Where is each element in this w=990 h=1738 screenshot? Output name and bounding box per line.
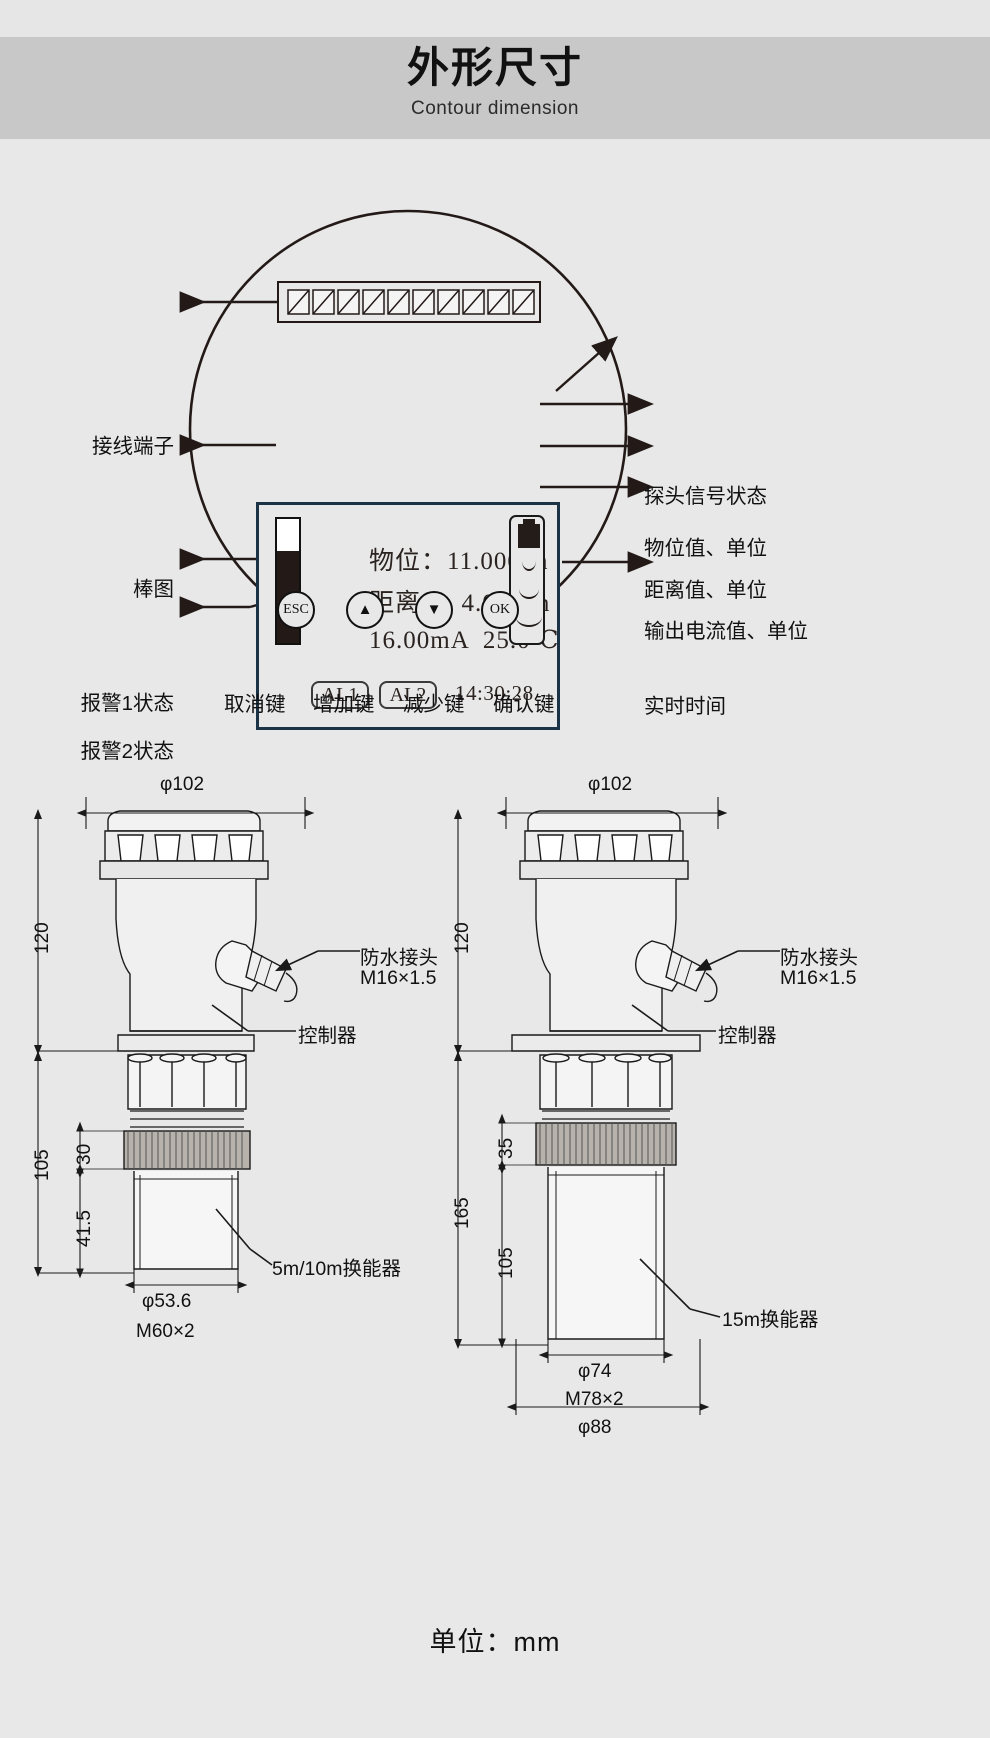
dim-left-height-lower: 105 bbox=[32, 1149, 53, 1181]
terminal-screws bbox=[287, 289, 535, 315]
drawings-vector-layer bbox=[34, 797, 780, 1415]
note-right-waterproof-thread: M16×1.5 bbox=[780, 967, 857, 989]
note-right-transducer: 15m换能器 bbox=[722, 1309, 819, 1331]
page-title: 外形尺寸 bbox=[406, 44, 583, 91]
dim-left-stem-height: 41.5 bbox=[74, 1210, 95, 1247]
lcd-current-value: 16.00mA bbox=[369, 627, 469, 654]
right-waterproof-gland bbox=[635, 940, 718, 1003]
note-right-waterproof-joint: 防水接头 bbox=[780, 947, 859, 969]
lcd-clock: 14:30:28 bbox=[455, 681, 534, 705]
dim-left-nut-height: 30 bbox=[74, 1143, 95, 1165]
label-realtime-clock: 实时时间 bbox=[644, 695, 726, 718]
dim-left-height-upper: 120 bbox=[32, 922, 53, 954]
dim-right-diameter-top: φ102 bbox=[588, 774, 633, 795]
dim-right-diameter-stem: φ74 bbox=[578, 1361, 612, 1382]
left-waterproof-gland bbox=[215, 940, 298, 1003]
down-key[interactable]: ▼ bbox=[415, 591, 453, 629]
lcd-level-value: 11.000 bbox=[447, 548, 521, 575]
esc-key-label: 取消键 bbox=[224, 693, 286, 716]
triangle-up-icon: ▲ bbox=[357, 602, 373, 618]
dim-left-diameter-stem: φ53.6 bbox=[142, 1291, 192, 1312]
top-strip bbox=[0, 0, 990, 37]
dim-right-height-total: 165 bbox=[452, 1197, 473, 1229]
lcd-level-label: 物位： bbox=[369, 548, 448, 575]
label-alarm2: 报警2状态 bbox=[80, 740, 174, 763]
label-distance-value-unit: 距离值、单位 bbox=[644, 579, 767, 602]
down-key-label: 减少键 bbox=[403, 693, 465, 716]
left-device-drawing bbox=[99, 810, 269, 1270]
dim-left-diameter-top: φ102 bbox=[160, 774, 205, 795]
header-banner bbox=[0, 37, 990, 139]
signal-arc-2-icon bbox=[519, 589, 539, 599]
esc-key[interactable]: ESC bbox=[277, 591, 315, 629]
note-left-waterproof-thread: M16×1.5 bbox=[360, 967, 437, 989]
label-level-value-unit: 物位值、单位 bbox=[644, 537, 767, 560]
ok-key-label: 确认键 bbox=[493, 693, 555, 716]
up-key[interactable]: ▲ bbox=[346, 591, 384, 629]
label-alarm1: 报警1状态 bbox=[80, 692, 174, 715]
label-probe-signal-status: 探头信号状态 bbox=[644, 485, 767, 508]
up-key-label: 增加键 bbox=[313, 693, 375, 716]
esc-key-glyph: ESC bbox=[283, 602, 309, 617]
label-output-current-value-unit: 输出电流值、单位 bbox=[644, 620, 808, 643]
dim-right-height-upper: 120 bbox=[452, 922, 473, 954]
mechanical-drawings: φ102 120 105 30 41.5 φ53.6 M60×2 防水接头 M1… bbox=[0, 769, 990, 1619]
dim-right-stem-height: 105 bbox=[496, 1247, 517, 1279]
ok-key[interactable]: OK bbox=[481, 591, 519, 629]
leader-probe-signal bbox=[555, 336, 618, 392]
status-badge-alarm1: AL1 bbox=[311, 681, 369, 709]
ok-key-glyph: OK bbox=[489, 602, 511, 617]
front-panel-diagram: 接线端子 棒图 报警1状态 报警2状态 探头信号状态 物位值、单位 距离值、单位… bbox=[0, 139, 990, 769]
note-left-waterproof-joint: 防水接头 bbox=[360, 947, 439, 969]
signal-strength-icon bbox=[509, 515, 545, 645]
page-subtitle: Contour dimension bbox=[411, 98, 579, 119]
status-badge-alarm2: AL2 bbox=[379, 681, 437, 709]
note-left-controller: 控制器 bbox=[298, 1025, 357, 1047]
signal-arc-3-icon bbox=[516, 617, 542, 627]
signal-arc-1-icon bbox=[522, 561, 536, 571]
note-left-transducer: 5m/10m换能器 bbox=[272, 1258, 401, 1280]
probe-block-icon bbox=[518, 519, 540, 548]
dim-left-thread: M60×2 bbox=[136, 1321, 195, 1342]
label-terminal: 接线端子 bbox=[92, 435, 174, 458]
dim-right-nut-height: 35 bbox=[496, 1137, 517, 1159]
unit-note: 单位：mm bbox=[429, 1627, 561, 1657]
note-right-controller: 控制器 bbox=[718, 1025, 777, 1047]
triangle-down-icon: ▼ bbox=[426, 602, 442, 618]
right-device-drawing bbox=[511, 810, 701, 1340]
dim-right-diameter-flange: φ88 bbox=[578, 1417, 612, 1438]
label-bargraph: 棒图 bbox=[133, 578, 174, 601]
dim-right-thread: M78×2 bbox=[565, 1389, 624, 1410]
